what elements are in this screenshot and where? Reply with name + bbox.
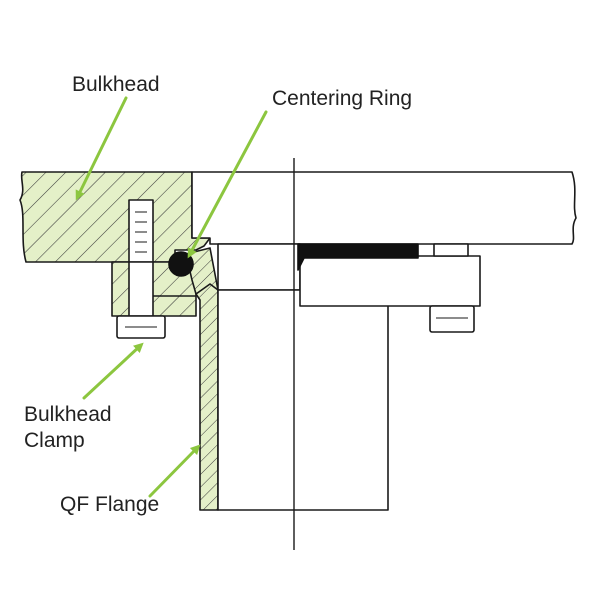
right-bolt-head	[429, 305, 475, 333]
label-bulkhead: Bulkhead	[72, 73, 160, 96]
label-centering-ring: Centering Ring	[272, 87, 413, 110]
bulkhead-wall	[19, 171, 211, 263]
label-qf-flange: QF Flange	[60, 493, 160, 516]
seal-strip	[297, 243, 419, 271]
qf-flange	[195, 283, 219, 511]
o-ring	[168, 251, 194, 277]
arrow-bulkhead-clamp	[82, 342, 144, 400]
right-clamp-top	[433, 243, 469, 257]
right-clamp-plate	[299, 255, 481, 307]
arrow-bulkhead	[75, 96, 128, 201]
arrow-qf-flange	[148, 444, 201, 498]
chamber-tube	[191, 171, 577, 245]
lower-tube	[217, 289, 389, 511]
arrow-centering-ring	[187, 110, 268, 259]
label-bulkhead-clamp-line1: Bulkhead	[24, 403, 112, 426]
flange-tube	[217, 243, 301, 291]
label-bulkhead-clamp-line2: Clamp	[24, 429, 85, 452]
